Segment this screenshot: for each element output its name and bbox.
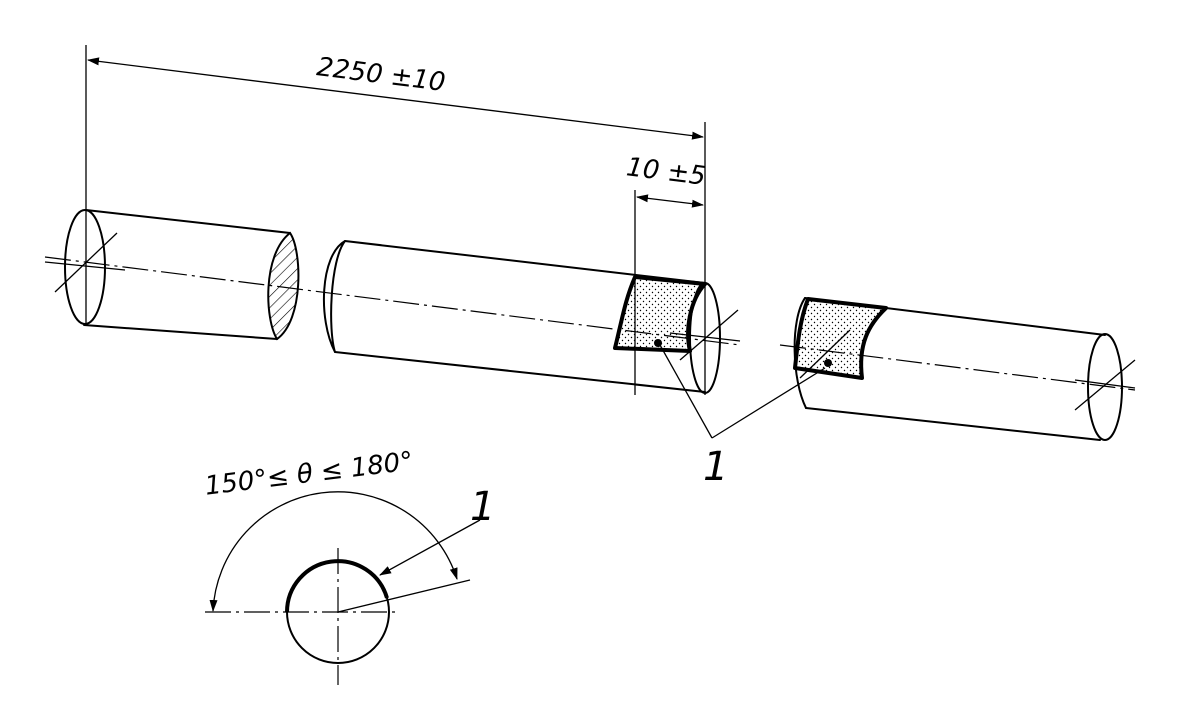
left-bar-outline	[83, 209, 291, 340]
left-bar-end-face	[64, 209, 106, 325]
zone-width-dimension: 10 ±5	[625, 152, 708, 395]
angle-range-label: 150°≤ θ ≤ 180°	[203, 446, 415, 501]
right-bar-end-centerline-b	[1074, 379, 1136, 389]
angle-arc	[209, 491, 458, 612]
right-bar-end-centerline-a	[1074, 359, 1136, 411]
dim-line-zone	[636, 194, 704, 208]
dim-line-overall	[87, 57, 704, 140]
right-bar-segment	[793, 297, 1136, 441]
cross-section-view: 150°≤ θ ≤ 180° 1	[203, 446, 495, 685]
callout-label-pieces: 1	[703, 444, 728, 490]
middle-bar-end-centerline-a	[679, 309, 739, 361]
zone-width-label: 10 ±5	[625, 152, 708, 192]
right-bar-start-edge	[793, 297, 807, 409]
left-bar-cut-face	[267, 231, 300, 341]
angle-ref-line	[337, 579, 471, 613]
callout-label-section: 1	[470, 484, 495, 530]
leader-to-left-end	[711, 367, 826, 439]
middle-bar-segment	[322, 240, 741, 394]
right-bar-end-face	[1087, 333, 1123, 441]
right-bar-start-centerline	[799, 329, 851, 379]
left-bar-segment	[44, 209, 300, 341]
bar-centerline-right	[779, 344, 1136, 391]
marking-point-left	[824, 359, 832, 367]
left-bar-end-centerline-b	[44, 261, 126, 271]
middle-bar-break-edge	[322, 240, 346, 353]
leader-to-right-end	[659, 344, 713, 439]
section-leader	[379, 519, 481, 576]
callout-marking-pieces: 1	[659, 344, 826, 490]
